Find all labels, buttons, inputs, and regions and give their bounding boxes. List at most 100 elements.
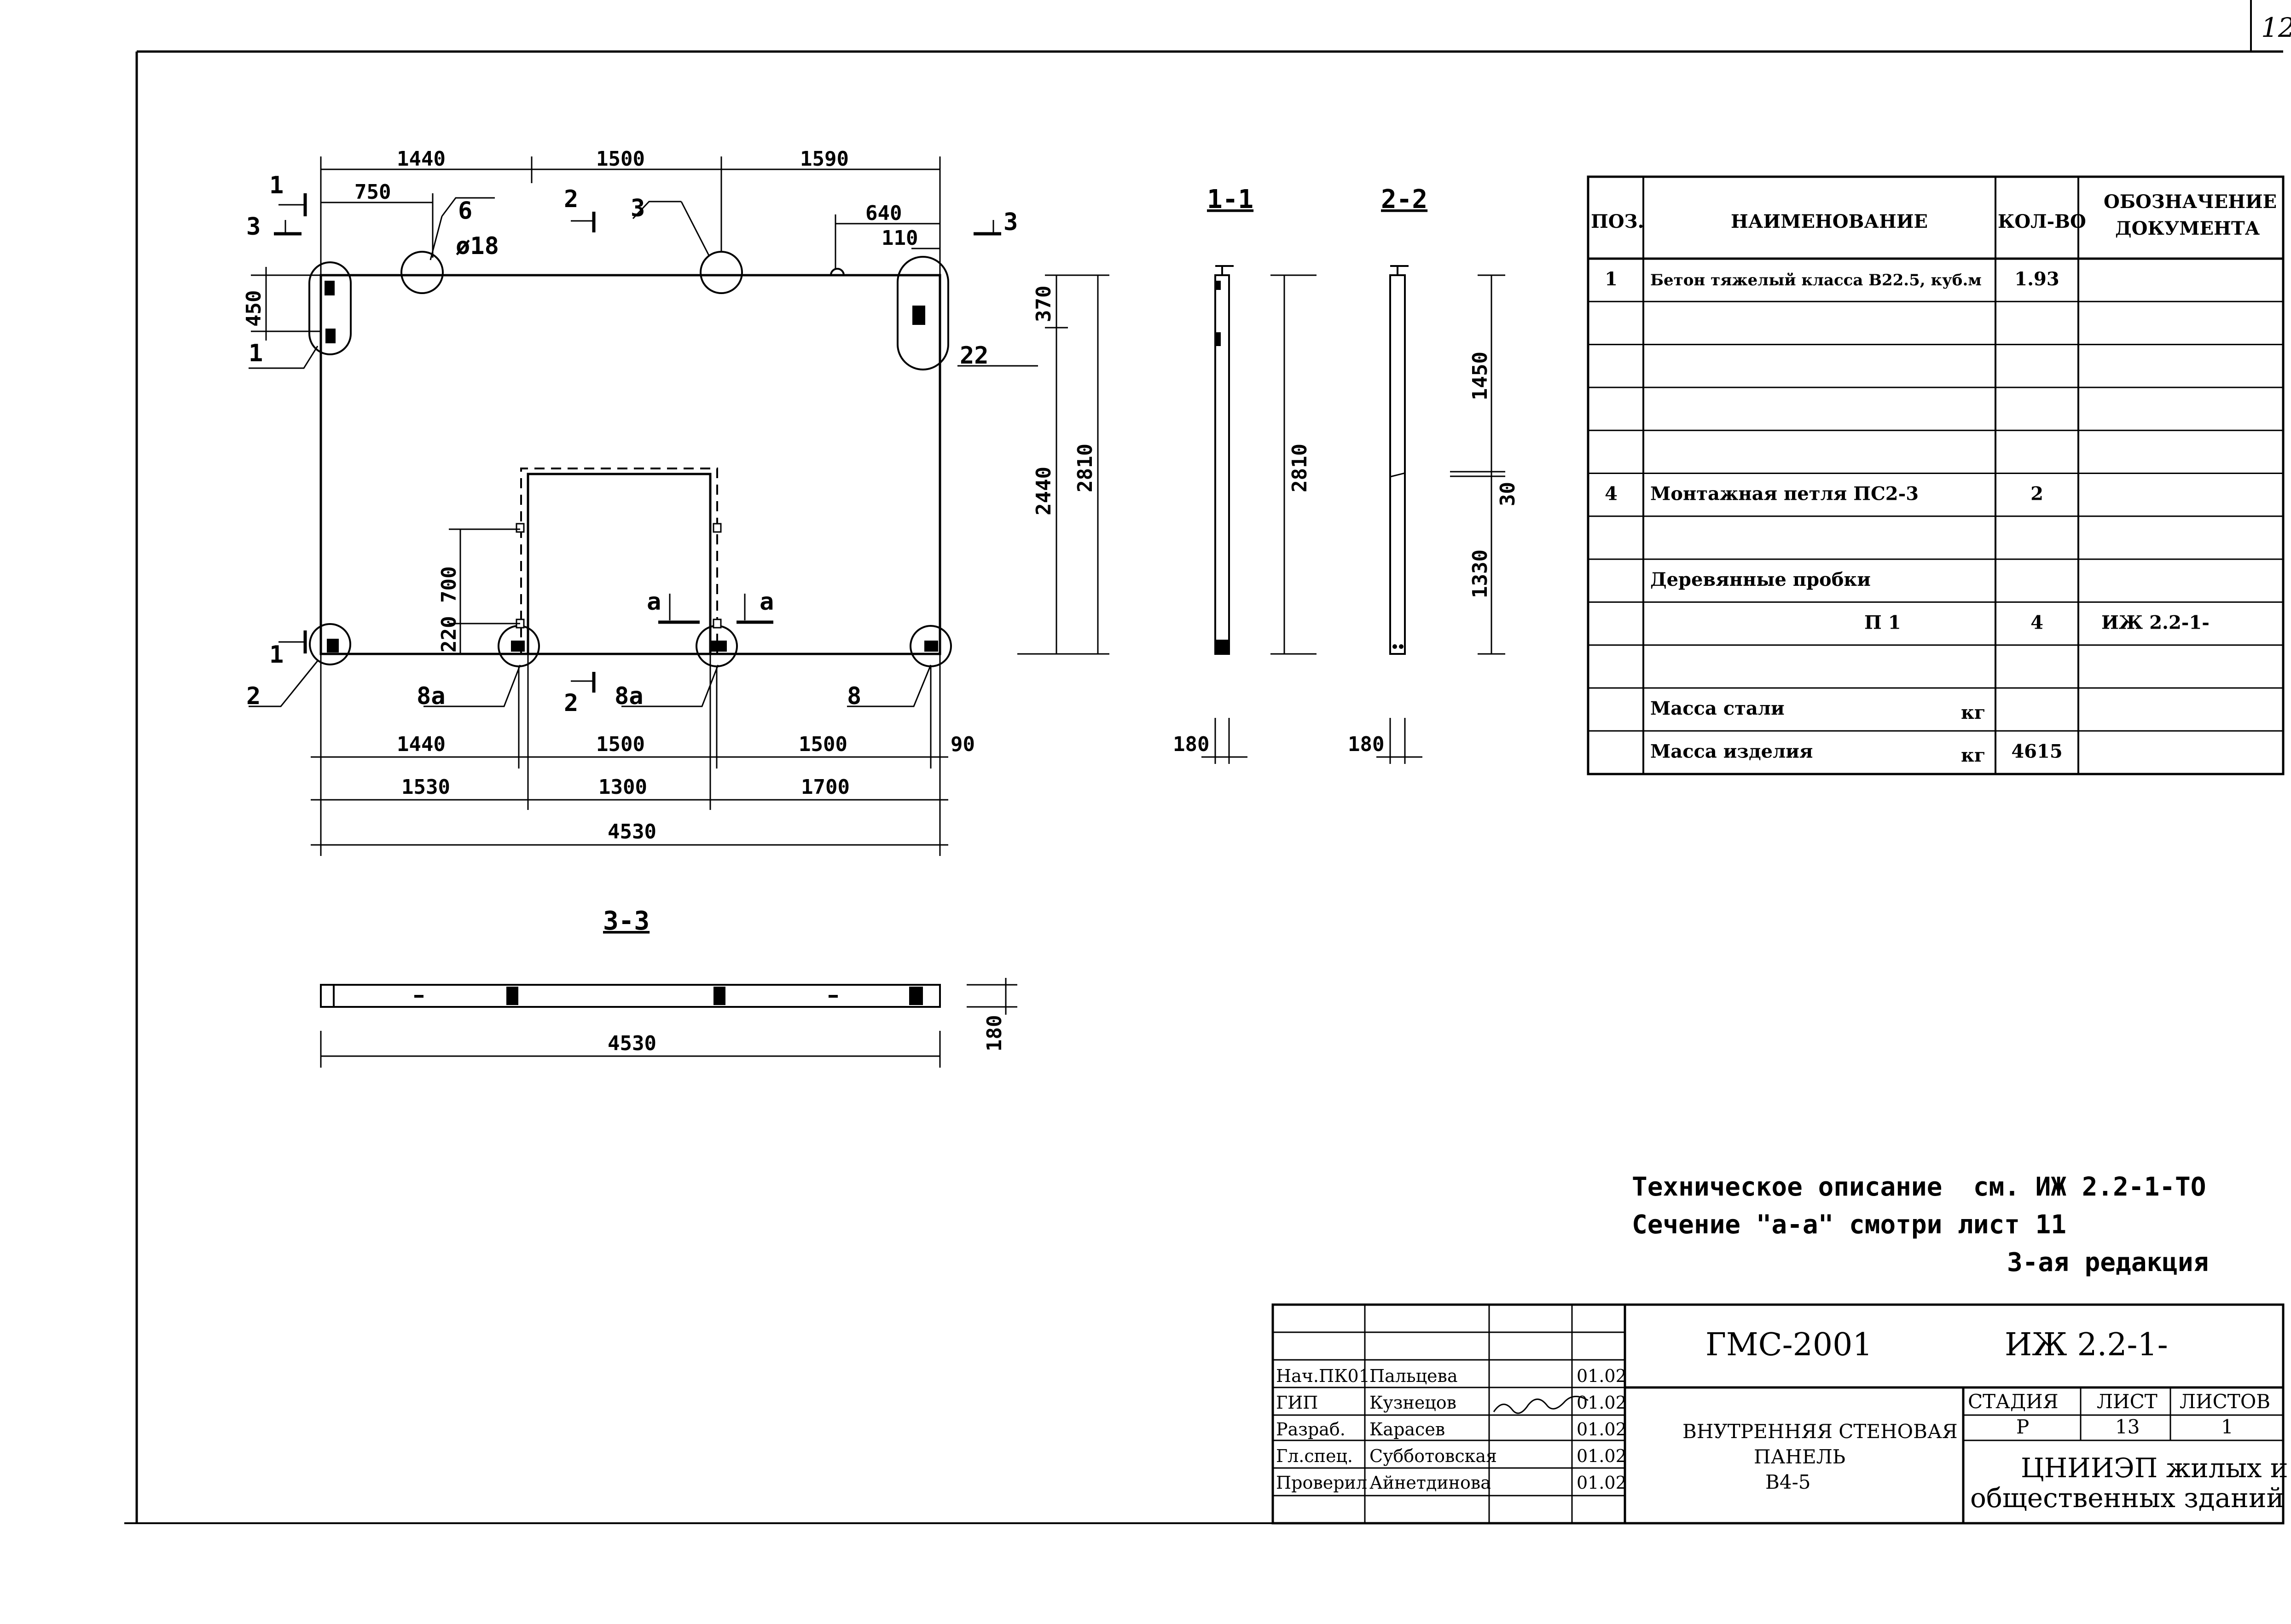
section-3-3-title: 3-3 bbox=[603, 906, 650, 936]
staff-name: Субботовская bbox=[1369, 1446, 1497, 1466]
spec-cell-qty: 4615 bbox=[2011, 740, 2062, 762]
section-3-3-thickness: 180 bbox=[983, 1015, 1006, 1052]
org-name-1: ЦНИИЭП жилых и bbox=[2021, 1452, 2288, 1484]
section-1-1-width: 180 bbox=[1173, 733, 1209, 756]
doc-code: ИЖ 2.2-1- bbox=[2005, 1327, 2168, 1363]
callout-2: 2 bbox=[246, 682, 261, 710]
staff-date: 01.02 bbox=[1577, 1419, 1627, 1439]
hole-label: ø18 bbox=[456, 232, 499, 260]
staff-date: 01.02 bbox=[1577, 1446, 1627, 1466]
cut-2-top: 2 bbox=[564, 185, 578, 213]
dim-inner-1: 700 bbox=[437, 566, 461, 603]
section-2-2-dots bbox=[1392, 644, 1404, 649]
dim-right-3: 2810 bbox=[1073, 444, 1097, 492]
panel-name-2: ПАНЕЛЬ bbox=[1754, 1445, 1845, 1468]
loop-circle-left bbox=[400, 251, 444, 294]
note-edition: 3-ая редакция bbox=[2007, 1248, 2209, 1277]
cut-2-bottom: 2 bbox=[564, 689, 578, 717]
spec-table-row-lines bbox=[1588, 301, 2283, 732]
dim-bottom-2: 1500 bbox=[596, 733, 645, 756]
staff-role: Гл.спец. bbox=[1276, 1446, 1353, 1466]
title-block-row-lines bbox=[1273, 1331, 1625, 1497]
section-2-2-dim-2: 30 bbox=[1496, 482, 1520, 506]
spec-header-qty: КОЛ-ВО bbox=[1998, 211, 2086, 232]
plan-callouts: 1 1 2 2 3 3 а а 1 2 3 6 22 8а 8а 8 bbox=[246, 172, 1018, 717]
sheet-value: 13 bbox=[2115, 1416, 2140, 1438]
spec-unit-steel: кг bbox=[1961, 702, 1985, 723]
section-1-1-title: 1-1 bbox=[1207, 185, 1253, 214]
section-2-2 bbox=[1376, 265, 1505, 764]
staff-role: Нач.ПК01 bbox=[1276, 1366, 1370, 1386]
callout-8a-left: 8а bbox=[417, 682, 446, 710]
staff-role: Проверил bbox=[1276, 1473, 1367, 1493]
dim-top-3: 1590 bbox=[800, 147, 849, 171]
section-1-1 bbox=[1201, 265, 1317, 764]
door-dashed-contour bbox=[520, 468, 718, 654]
spec-cell-qty: 2 bbox=[2030, 483, 2043, 505]
staff-name: Кузнецов bbox=[1369, 1393, 1456, 1413]
spec-cell-pos: 1 bbox=[1605, 268, 1618, 290]
panel-name-1: ВНУТРЕННЯЯ СТЕНОВАЯ bbox=[1682, 1420, 1958, 1443]
dim-bottom-row2-2: 1300 bbox=[598, 775, 647, 799]
section-1-1-height: 2810 bbox=[1288, 444, 1311, 492]
dim-right-1: 370 bbox=[1032, 286, 1056, 322]
section-3-3-length: 4530 bbox=[608, 1032, 656, 1055]
stage-value: Р bbox=[2016, 1416, 2029, 1438]
cut-3-right: 3 bbox=[1003, 208, 1018, 236]
signature-mark bbox=[1493, 1396, 1589, 1414]
dim-top-sub-2: 640 bbox=[865, 202, 902, 225]
spec-cell-name: Бетон тяжелый класса В22.5, куб.м bbox=[1650, 271, 1982, 289]
spec-header-doc: ОБОЗНАЧЕНИЕ bbox=[2104, 191, 2277, 213]
stage-header-sheet: ЛИСТ bbox=[2097, 1390, 2158, 1413]
title-block-grid bbox=[1271, 1303, 2285, 1525]
staff-date: 01.02 bbox=[1577, 1473, 1627, 1493]
door-opening bbox=[527, 473, 712, 655]
section-3-3-inserts bbox=[414, 987, 923, 1005]
section-2-2-dim-1: 1450 bbox=[1468, 352, 1492, 400]
spec-cell-name: Деревянные пробки bbox=[1650, 569, 1871, 590]
sheet-frame bbox=[124, 0, 2283, 1524]
dim-left: 450 bbox=[242, 290, 266, 327]
callout-1-oval bbox=[308, 261, 352, 355]
org-name-2: общественных зданий bbox=[1970, 1482, 2284, 1514]
spec-header-name: НАИМЕНОВАНИЕ bbox=[1731, 211, 1928, 232]
staff-name: Пальцева bbox=[1369, 1366, 1458, 1386]
spec-cell-qty: 1.93 bbox=[2014, 268, 2059, 290]
spec-header-pos: ПОЗ. bbox=[1591, 211, 1644, 232]
stage-header-stage: СТАДИЯ bbox=[1968, 1390, 2059, 1413]
dim-top-2: 1500 bbox=[596, 147, 645, 171]
spec-cell-pos: 4 bbox=[1605, 483, 1618, 505]
callout-3: 3 bbox=[631, 195, 645, 222]
spec-cell-qty: 4 bbox=[2030, 612, 2043, 633]
spec-cell-name: Масса стали bbox=[1650, 698, 1785, 719]
loop-circle-mid bbox=[700, 251, 743, 294]
dim-bottom-3: 1500 bbox=[799, 733, 847, 756]
dim-top-sub-1: 750 bbox=[354, 180, 391, 204]
sheet-corner-number: 12 bbox=[2261, 12, 2291, 43]
note-technical: Техническое описание см. ИЖ 2.2-1-ТО bbox=[1632, 1172, 2206, 1202]
dim-bottom-4: 90 bbox=[951, 733, 975, 756]
cut-3-left: 3 bbox=[246, 213, 261, 241]
staff-name: Карасев bbox=[1369, 1419, 1445, 1439]
staff-date: 01.02 bbox=[1577, 1366, 1627, 1386]
dim-bottom-row2-3: 1700 bbox=[801, 775, 850, 799]
section-2-2-dim-3: 1330 bbox=[1468, 549, 1492, 598]
spec-table-header: ПОЗ. НАИМЕНОВАНИЕ КОЛ-ВО ОБОЗНАЧЕНИЕ ДОК… bbox=[1591, 191, 2277, 239]
dim-top-1: 1440 bbox=[397, 147, 446, 171]
panel-plan bbox=[308, 251, 952, 667]
embedded-plates bbox=[325, 281, 938, 653]
spec-cell-doc: ИЖ 2.2-1- bbox=[2101, 612, 2210, 633]
panel-name-3: В4-5 bbox=[1765, 1471, 1811, 1493]
section-3-3 bbox=[320, 978, 1017, 1068]
staff-name: Айнетдинова bbox=[1369, 1473, 1491, 1493]
project-code: ГМС-2001 bbox=[1705, 1327, 1873, 1363]
callout-6: 6 bbox=[458, 197, 472, 225]
spec-cell-name: Монтажная петля ПС2-3 bbox=[1650, 483, 1919, 505]
plan-dimension-text: 1440 1500 1590 750 640 110 450 370 2440 … bbox=[242, 147, 1097, 844]
section-2-2-title: 2-2 bbox=[1381, 185, 1427, 214]
plan-dimension-lines bbox=[249, 156, 1109, 856]
section-2-2-width: 180 bbox=[1348, 733, 1384, 756]
dim-bottom-row2-1: 1530 bbox=[401, 775, 450, 799]
